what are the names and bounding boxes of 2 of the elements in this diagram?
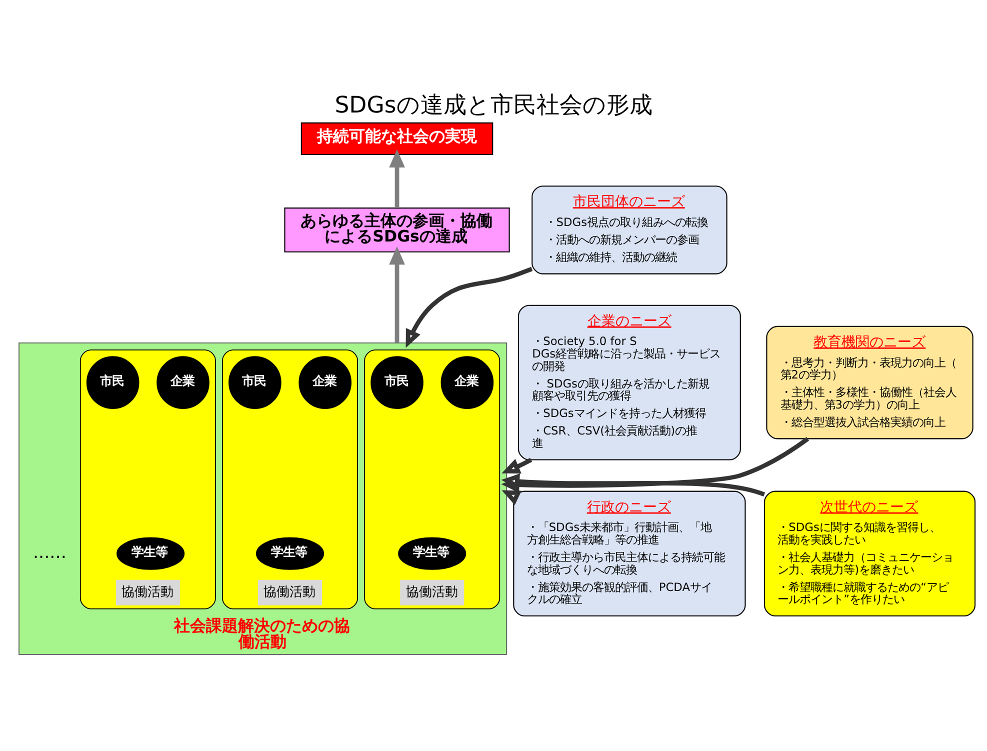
diagram-title: SDGsの達成と市民社会の形成 [334,92,652,118]
label: ...... [32,542,66,562]
